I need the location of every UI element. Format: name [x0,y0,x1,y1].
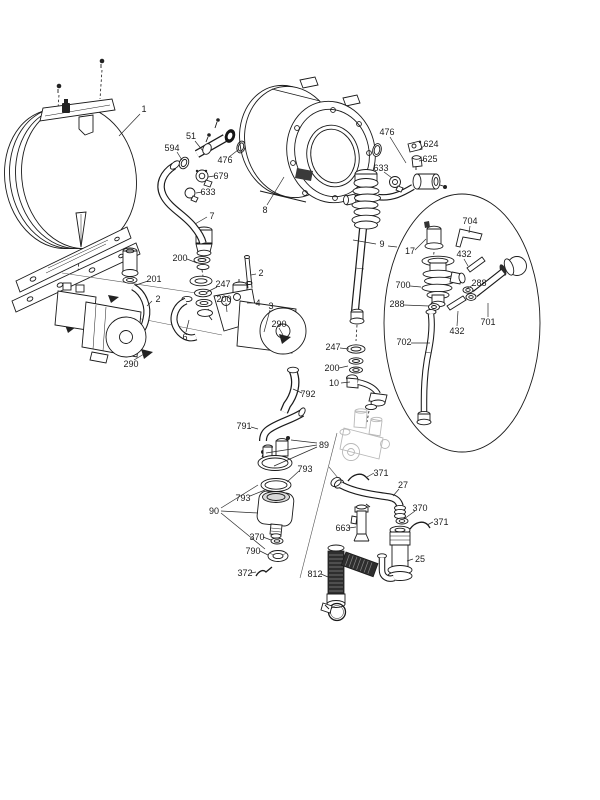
wedge-290b [279,334,291,344]
reference-manifold [339,408,390,461]
hose-6-group [170,226,213,342]
wedge-290a [141,349,153,359]
clamp-633b [389,176,401,188]
left-pump-assembly [54,247,153,364]
clamp-633a [184,187,196,199]
detail-balloon [383,193,541,453]
door-knob [62,103,70,113]
ring-594 [178,156,190,170]
drum-8 [239,76,376,204]
ring-200c [348,357,364,365]
door-top-bracket [39,98,116,122]
clip-371a [347,473,370,482]
ring-200a [193,256,211,264]
central-pump-assembly [207,255,307,355]
ring-200b [194,288,212,298]
drain-assembly [255,366,431,622]
valve-group-9 [343,140,447,342]
elbow-10-group [346,344,388,423]
clip-371b [409,521,431,530]
drum-tab [299,76,319,89]
bracket-704 [455,228,483,248]
hose-812 [326,550,379,608]
ring-247b [346,344,366,354]
pipe-7-group [157,118,246,245]
drum-tab [342,94,361,107]
ring-790 [267,550,289,562]
ring-247a [189,275,213,287]
door-tab [78,114,94,136]
oring-370a [270,537,284,545]
clip-432a [466,256,486,273]
ring-201 [122,276,138,284]
leader-lines [118,113,489,578]
clip-372 [255,566,273,577]
clamp-624 [407,140,423,153]
screw-fasteners-top [56,58,105,123]
door-panel [4,98,137,283]
washer-288a [462,286,474,294]
clip-432b [446,295,467,311]
drum-dark-detail [295,168,313,181]
mount-arrow [108,295,119,303]
oring-370b [395,517,409,525]
clamp-679 [195,169,209,183]
